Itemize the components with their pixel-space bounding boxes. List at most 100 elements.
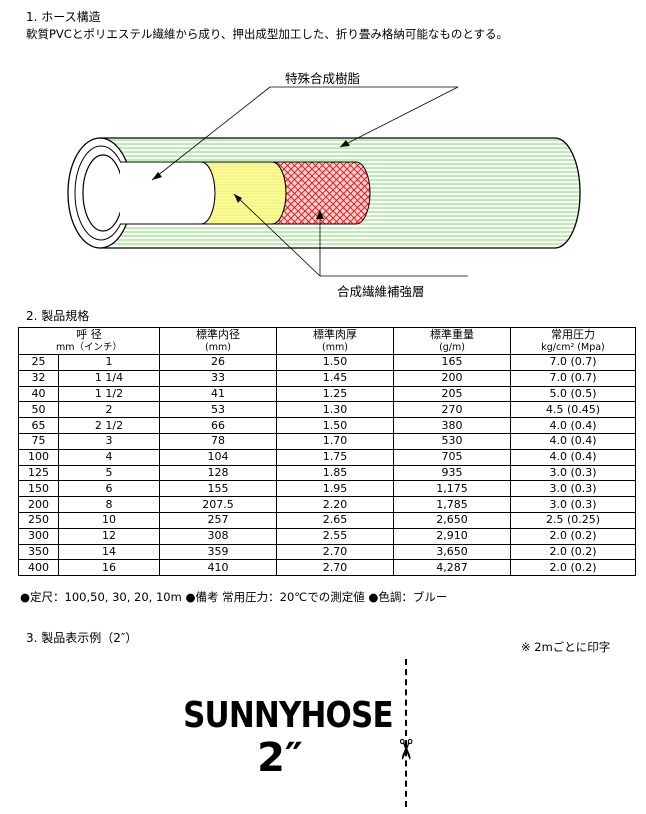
- cell-working-pressure: 4.5 (0.45): [510, 401, 637, 419]
- cell-weight: 205: [393, 385, 512, 403]
- cell-weight: 3,650: [393, 543, 512, 561]
- section3-title: 3. 製品表示例（2″）: [26, 631, 138, 645]
- print-interval-note: ※ 2mごとに印字: [521, 640, 611, 654]
- cell-weight: 705: [393, 448, 512, 466]
- cell-wall-thickness: 1.50: [276, 417, 395, 434]
- cell-inner-diameter: 128: [159, 464, 278, 482]
- cell-nominal-mm: 125: [18, 464, 59, 482]
- cell-inner-diameter: 26: [159, 354, 278, 371]
- cell-nominal-inch: 8: [57, 496, 161, 513]
- scissors-icon: ✂: [389, 737, 423, 762]
- cell-nominal-inch: 12: [57, 527, 161, 545]
- cell-inner-diameter: 410: [159, 559, 278, 577]
- cell-working-pressure: 4.0 (0.4): [510, 432, 637, 450]
- cell-wall-thickness: 2.55: [276, 527, 395, 545]
- cell-wall-thickness: 1.25: [276, 385, 395, 403]
- cell-wall-thickness: 1.85: [276, 464, 395, 482]
- cell-nominal-inch: 4: [57, 448, 161, 466]
- section1-title: 1. ホース構造: [26, 10, 101, 24]
- cell-nominal-inch: 1 1/4: [57, 369, 161, 387]
- cell-working-pressure: 7.0 (0.7): [510, 369, 637, 387]
- cell-nominal-mm: 300: [18, 527, 59, 545]
- cell-nominal-mm: 32: [18, 369, 59, 387]
- cell-wall-thickness: 1.95: [276, 480, 395, 498]
- size-marking: 2″: [257, 735, 303, 781]
- cell-nominal-mm: 40: [18, 385, 59, 403]
- cell-weight: 4,287: [393, 559, 512, 577]
- cell-inner-diameter: 78: [159, 432, 278, 450]
- cell-weight: 200: [393, 369, 512, 387]
- cell-wall-thickness: 1.30: [276, 401, 395, 419]
- cell-nominal-mm: 350: [18, 543, 59, 561]
- header-working-pressure: 常用圧力 kg/cm² (Mpa): [510, 327, 637, 355]
- cell-working-pressure: 5.0 (0.5): [510, 385, 637, 403]
- cell-nominal-inch: 3: [57, 432, 161, 450]
- cell-weight: 530: [393, 432, 512, 450]
- label-reinforcement: 合成繊維補強層: [337, 284, 425, 299]
- cell-working-pressure: 3.0 (0.3): [510, 480, 637, 498]
- cell-working-pressure: 7.0 (0.7): [510, 354, 637, 371]
- cell-weight: 165: [393, 354, 512, 371]
- cell-working-pressure: 2.0 (0.2): [510, 543, 637, 561]
- cell-nominal-inch: 16: [57, 559, 161, 577]
- cell-working-pressure: 3.0 (0.3): [510, 496, 637, 513]
- cell-nominal-mm: 250: [18, 511, 59, 529]
- header-inner-diameter: 標準内径 (mm): [159, 327, 278, 355]
- cell-wall-thickness: 1.45: [276, 369, 395, 387]
- spec-footnote: ●定尺：100,50, 30, 20, 10m ●備考 常用圧力：20℃での測定…: [20, 590, 448, 604]
- section1-description: 軟質PVCとポリエステル繊維から成り、押出成型加工した、折り畳み格納可能なものと…: [26, 27, 509, 41]
- cell-working-pressure: 2.0 (0.2): [510, 559, 637, 577]
- cell-working-pressure: 2.5 (0.25): [510, 511, 637, 529]
- header-wall-thickness: 標準肉厚 (mm): [276, 327, 395, 355]
- cell-nominal-inch: 14: [57, 543, 161, 561]
- header-row: 呼 径 mm（インチ） 標準内径 (mm) 標準肉厚 (mm) 標準重量 (g/…: [17, 327, 637, 355]
- cell-inner-diameter: 359: [159, 543, 278, 561]
- cell-nominal-mm: 100: [18, 448, 59, 466]
- cell-inner-diameter: 308: [159, 527, 278, 545]
- cell-working-pressure: 3.0 (0.3): [510, 464, 637, 482]
- cell-inner-diameter: 257: [159, 511, 278, 529]
- cell-nominal-mm: 400: [18, 559, 59, 577]
- cell-inner-diameter: 33: [159, 369, 278, 387]
- cell-weight: 270: [393, 401, 512, 419]
- cell-nominal-inch: 1: [57, 354, 161, 371]
- cell-wall-thickness: 2.70: [276, 559, 395, 577]
- cell-weight: 2,910: [393, 527, 512, 545]
- cell-nominal-inch: 2: [57, 401, 161, 419]
- cell-weight: 1,175: [393, 480, 512, 498]
- cell-weight: 1,785: [393, 496, 512, 513]
- cell-nominal-mm: 65: [18, 417, 59, 434]
- cell-inner-diameter: 41: [159, 385, 278, 403]
- cell-weight: 935: [393, 464, 512, 482]
- hose-structure-diagram: 特殊合成樹脂 合成繊維補強層: [67, 71, 581, 299]
- cell-weight: 380: [393, 417, 512, 434]
- brand-marking: SUNNYHOSE: [183, 695, 393, 736]
- cell-nominal-mm: 150: [18, 480, 59, 498]
- cell-nominal-mm: 75: [18, 432, 59, 450]
- cell-wall-thickness: 2.70: [276, 543, 395, 561]
- cell-nominal-mm: 25: [18, 354, 59, 371]
- cell-wall-thickness: 1.75: [276, 448, 395, 466]
- cell-nominal-inch: 5: [57, 464, 161, 482]
- cell-inner-diameter: 53: [159, 401, 278, 419]
- cell-weight: 2,650: [393, 511, 512, 529]
- cell-inner-diameter: 155: [159, 480, 278, 498]
- cell-inner-diameter: 104: [159, 448, 278, 466]
- spec-table: 呼 径 mm（インチ） 標準内径 (mm) 標準肉厚 (mm) 標準重量 (g/…: [17, 327, 637, 577]
- cell-nominal-mm: 200: [18, 496, 59, 513]
- cell-inner-diameter: 207.5: [159, 496, 278, 513]
- cell-wall-thickness: 1.70: [276, 432, 395, 450]
- cell-nominal-inch: 2 1/2: [57, 417, 161, 434]
- cut-line: [405, 659, 407, 807]
- cell-wall-thickness: 1.50: [276, 354, 395, 371]
